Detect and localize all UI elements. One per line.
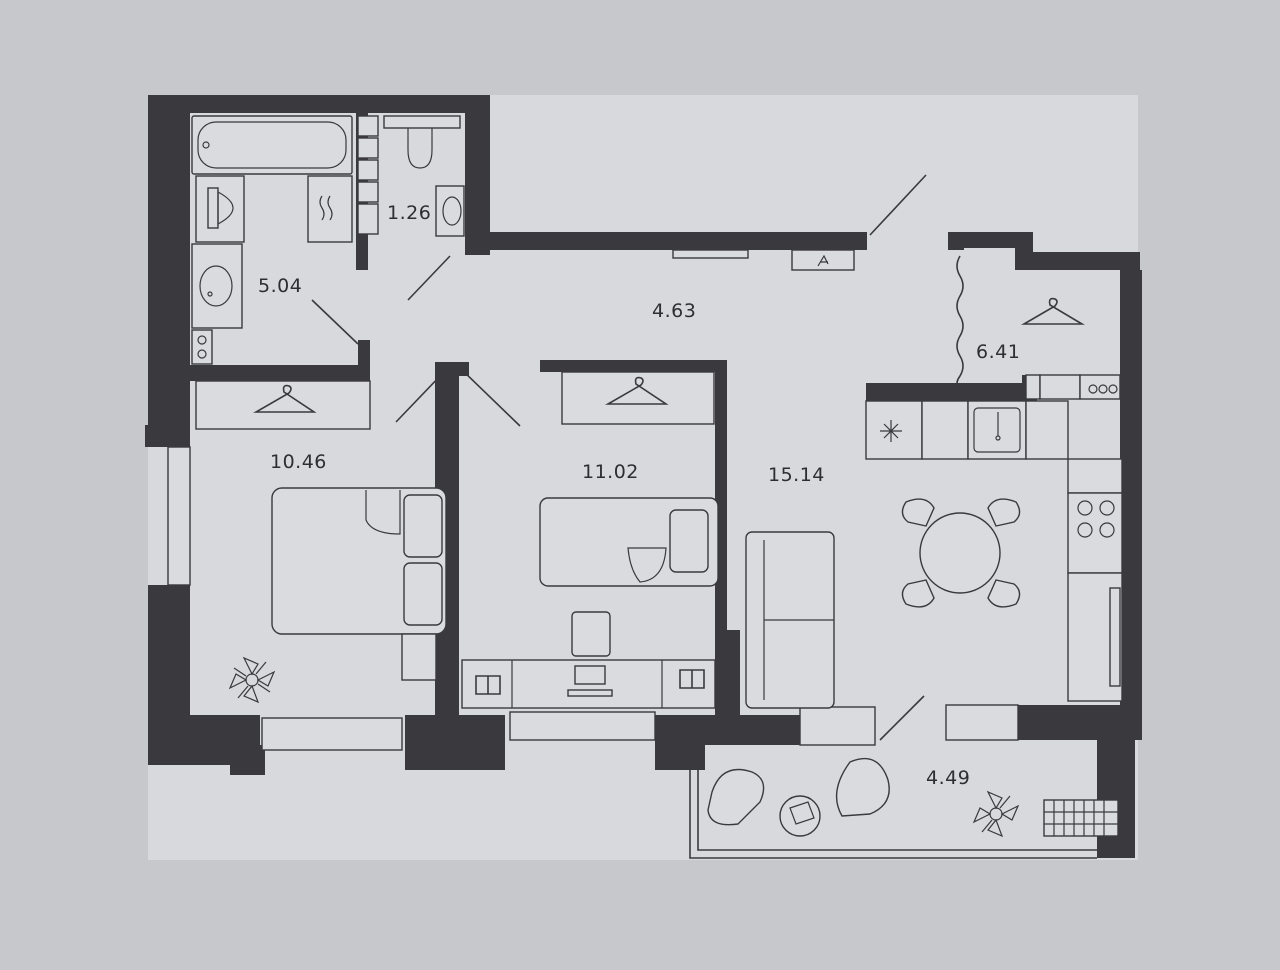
coffee-table xyxy=(779,795,821,837)
plant-icon xyxy=(228,656,276,704)
book-icon xyxy=(475,675,501,695)
wardrobe-closet-2 xyxy=(561,371,715,425)
kitchen-furniture xyxy=(865,400,1123,702)
balcony-railing xyxy=(689,755,1097,859)
chair xyxy=(901,579,935,608)
hanger-icon xyxy=(253,384,317,413)
area-label-balcony: 4.49 xyxy=(926,767,970,789)
area-labels: 5.04 1.26 4.63 6.41 10.46 11.02 15.14 4.… xyxy=(258,202,1020,789)
hallway-radiator xyxy=(672,249,749,259)
area-label-wardrobe: 6.41 xyxy=(976,341,1020,363)
balcony-door xyxy=(879,695,925,741)
bathtub xyxy=(191,115,353,175)
desk-chair xyxy=(571,611,611,657)
book-icon xyxy=(679,669,705,689)
plant-icon xyxy=(972,790,1020,838)
toilet-fixtures xyxy=(357,115,465,301)
double-bed xyxy=(271,487,447,635)
toilet-sink xyxy=(435,185,465,237)
nightstand xyxy=(401,633,437,681)
toilet-cistern xyxy=(383,115,461,129)
chair xyxy=(901,498,935,527)
area-label-hallway: 4.63 xyxy=(652,300,696,322)
dining-table xyxy=(919,512,1001,594)
hanger-icon xyxy=(605,376,669,405)
area-label-toilet: 1.26 xyxy=(387,202,431,224)
bathroom-fixtures xyxy=(191,115,359,365)
bedroom-2-furniture xyxy=(459,367,719,709)
bedroom-2-door xyxy=(459,367,521,427)
bedroom-1-furniture xyxy=(195,373,447,704)
kitchen-sink xyxy=(967,400,1027,460)
fridge xyxy=(865,400,923,460)
toilet-door xyxy=(407,255,451,301)
wardrobe-room xyxy=(956,255,1121,400)
bedroom-1-door xyxy=(395,373,443,423)
chair xyxy=(987,498,1021,527)
wc-cabinet xyxy=(195,175,245,243)
area-label-kitchen-living: 15.14 xyxy=(768,464,825,486)
armchair xyxy=(835,757,890,817)
ac-unit xyxy=(1043,799,1119,837)
area-label-bedroom-1: 10.46 xyxy=(270,451,327,473)
area-label-bedroom-2: 11.02 xyxy=(582,461,639,483)
tv xyxy=(1109,587,1121,687)
balcony xyxy=(689,755,1135,859)
armchair xyxy=(707,768,765,826)
exterior-walls xyxy=(145,95,1142,855)
wardrobe-curtain xyxy=(956,255,964,391)
area-label-bathroom: 5.04 xyxy=(258,275,302,297)
bathroom-door xyxy=(311,299,359,345)
electrical-panel xyxy=(791,249,855,271)
entrance-door xyxy=(869,174,927,236)
hanger-icon xyxy=(1021,297,1085,325)
chair xyxy=(987,579,1021,608)
living-furniture xyxy=(745,531,925,741)
